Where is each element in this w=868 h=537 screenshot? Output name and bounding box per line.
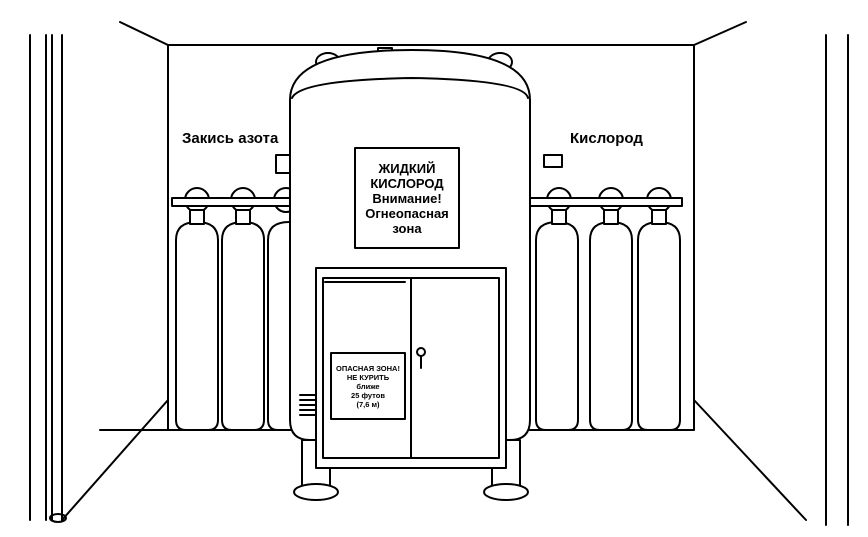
sign-line-4: Огнеопасная <box>365 205 449 221</box>
right-manifold-bar <box>529 197 683 207</box>
oxygen-cylinder-3 <box>637 187 681 431</box>
nitrous-oxide-label: Закись азота <box>182 130 279 147</box>
sign-line-3: Внимание! <box>372 190 442 206</box>
small-sign-line-1: ОПАСНАЯ ЗОНА! <box>336 363 400 373</box>
left-manifold-bar <box>171 197 293 207</box>
no-smoking-warning-sign: ОПАСНАЯ ЗОНА! НЕ КУРИТЬ ближе 25 футов (… <box>331 353 405 419</box>
left-door-frame <box>29 34 67 523</box>
right-cylinder-group <box>529 154 683 431</box>
nitrous-cylinder-2 <box>221 187 265 431</box>
room-walls <box>61 21 807 521</box>
no-smoking-sign-frame <box>330 352 406 420</box>
sign-line-2: КИСЛОРОД <box>370 175 444 191</box>
liquid-oxygen-warning-sign: ЖИДКИЙ КИСЛОРОД Внимание! Огнеопасная зо… <box>355 148 459 248</box>
small-sign-line-5: (7,6 м) <box>356 399 380 409</box>
oxygen-label: Кислород <box>570 130 643 147</box>
oxygen-cylinder-1 <box>535 187 579 431</box>
liquid-oxygen-sign-frame <box>354 147 460 249</box>
storage-cabinet <box>315 267 507 469</box>
oxygen-cylinder-2 <box>589 187 633 431</box>
sign-line-1: ЖИДКИЙ <box>378 160 436 176</box>
small-sign-line-3: ближе <box>356 381 380 391</box>
small-sign-line-4: 25 футов <box>351 390 385 400</box>
small-sign-line-2: НЕ КУРИТЬ <box>346 372 390 382</box>
nitrous-cylinder-1 <box>175 187 219 431</box>
sign-line-5: зона <box>392 220 422 236</box>
right-door-frame <box>825 34 849 526</box>
